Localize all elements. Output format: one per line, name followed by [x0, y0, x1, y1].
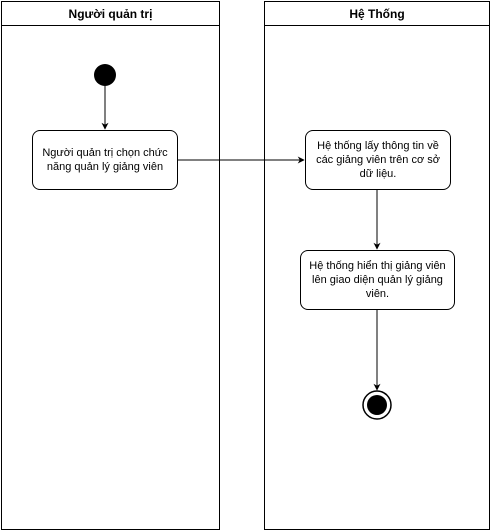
action-display-info-label: Hệ thống hiển thị giảng viên lên giao di… [309, 260, 446, 300]
action-fetch-info: Hệ thống lấy thông tin về các giảng viên… [305, 130, 451, 190]
initial-node [94, 64, 116, 86]
action-choose-function: Người quản trị chọn chức năng quản lý gi… [32, 130, 178, 190]
final-node [362, 390, 392, 420]
action-display-info: Hệ thống hiển thị giảng viên lên giao di… [300, 250, 455, 310]
swimlane-system-title: Hệ Thống [265, 2, 489, 26]
swimlane-admin: Người quản trị [1, 1, 220, 530]
action-fetch-info-label: Hệ thống lấy thông tin về các giảng viên… [316, 140, 440, 180]
action-choose-function-label: Người quản trị chọn chức năng quản lý gi… [42, 147, 168, 173]
swimlane-admin-title: Người quản trị [2, 2, 219, 26]
